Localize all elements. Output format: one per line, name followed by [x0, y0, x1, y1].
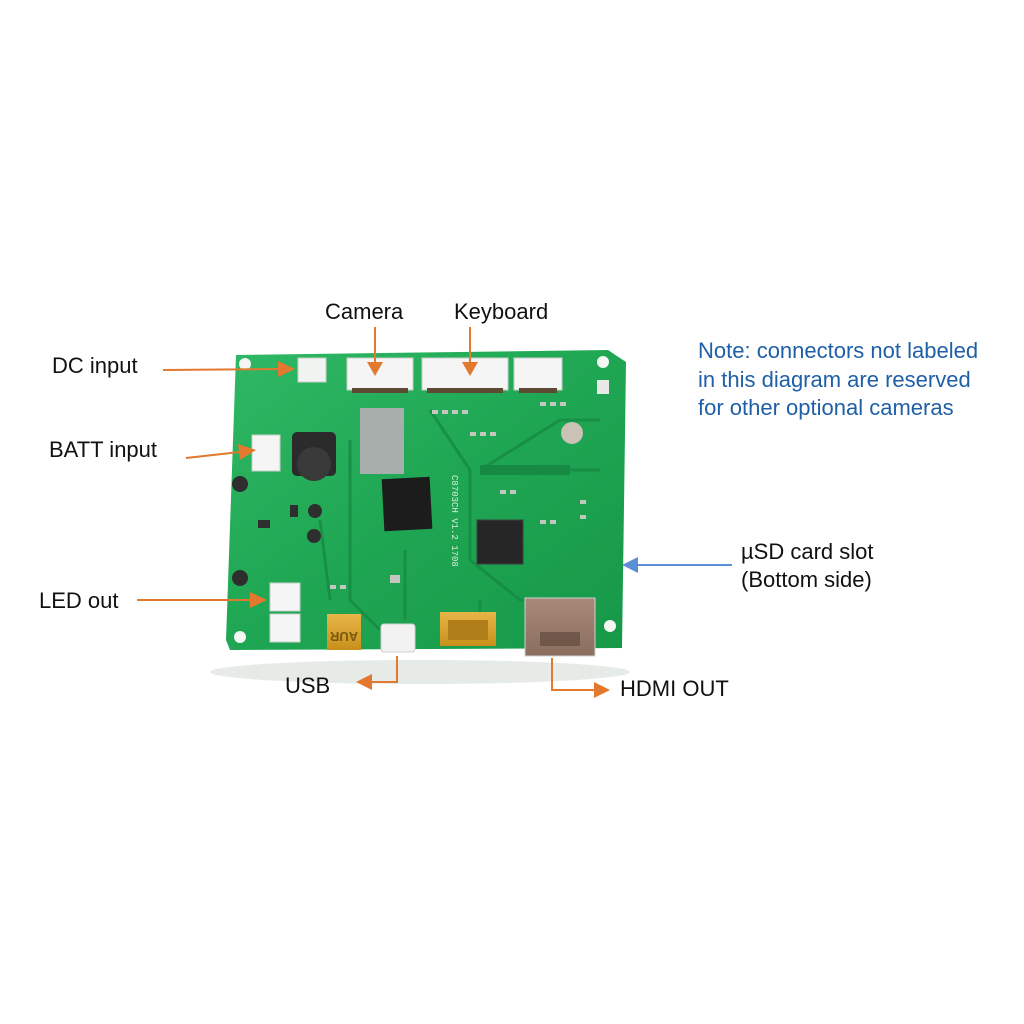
power-components: [232, 476, 322, 586]
led-out-connector-1: [269, 582, 301, 612]
usd-line-1: µSD card slot: [741, 539, 874, 564]
board-shadow: [210, 660, 630, 684]
usd-line-2: (Bottom side): [741, 567, 872, 592]
label-dc-input: DC input: [52, 353, 138, 378]
dc-input-arrow-line: [162, 368, 279, 371]
keyboard-connector: [421, 357, 509, 391]
sd-slot-outline: [480, 465, 570, 475]
mounting-hole: [239, 358, 251, 370]
batt-input-arrow-head: [238, 444, 256, 460]
label-usb: USB: [285, 673, 331, 698]
led-out-connector-2: [269, 613, 301, 643]
usd-arrow-head: [622, 557, 638, 573]
keyboard-arrow-head: [462, 362, 478, 376]
batt-input-arrow-line: [185, 451, 241, 459]
note-line-1: Note: connectors not labeled: [698, 338, 979, 363]
hdmi-out-connector: [524, 597, 596, 657]
hdmi-port-opening: [540, 632, 580, 646]
micro-usb-connector: [380, 623, 416, 653]
hdmi-out-arrow-line: [551, 658, 594, 691]
label-hdmi-out: HDMI OUT: [620, 676, 729, 701]
coin-component: [561, 422, 583, 444]
hdmi-out-arrow-head: [594, 682, 610, 698]
label-keyboard: Keyboard: [454, 299, 549, 324]
inductor-coil: [297, 447, 331, 481]
connector-pins: [352, 388, 557, 393]
led-out-arrow-head: [250, 592, 267, 608]
dc-input-connector: [297, 357, 327, 383]
label-led-out: LED out: [39, 588, 119, 613]
smd-components: [330, 402, 586, 589]
secondary-chip: [476, 519, 524, 565]
usb-arrow-line: [372, 656, 398, 683]
batt-input-connector: [251, 434, 281, 472]
board-marking: C8703CH V1.2 1708: [449, 475, 459, 567]
usb-arrow-head: [356, 674, 372, 690]
note-line-2: in this diagram are reserved: [698, 366, 971, 392]
optional-camera-connector: [513, 357, 563, 391]
main-chip: [381, 476, 433, 532]
label-batt-input: BATT input: [49, 437, 158, 462]
camera-arrow-head: [367, 362, 383, 376]
mini-hdmi-port: [448, 620, 488, 640]
usb-connector-marking: AUR: [329, 629, 358, 644]
mounting-hole: [604, 620, 616, 632]
dc-input-arrow-head: [278, 361, 295, 377]
small-switch: [597, 380, 609, 394]
note-line-3: for other optional cameras: [698, 395, 954, 420]
label-usd-card-slot: µSD card slot (Bottom side): [741, 538, 874, 594]
mounting-hole: [597, 356, 609, 368]
shield-module: [360, 408, 404, 474]
mini-usb-connector: [327, 614, 361, 650]
reserved-connectors-note: Note: connectors not labeled in this dia…: [698, 337, 978, 423]
label-camera: Camera: [325, 299, 404, 324]
mounting-hole: [234, 631, 246, 643]
